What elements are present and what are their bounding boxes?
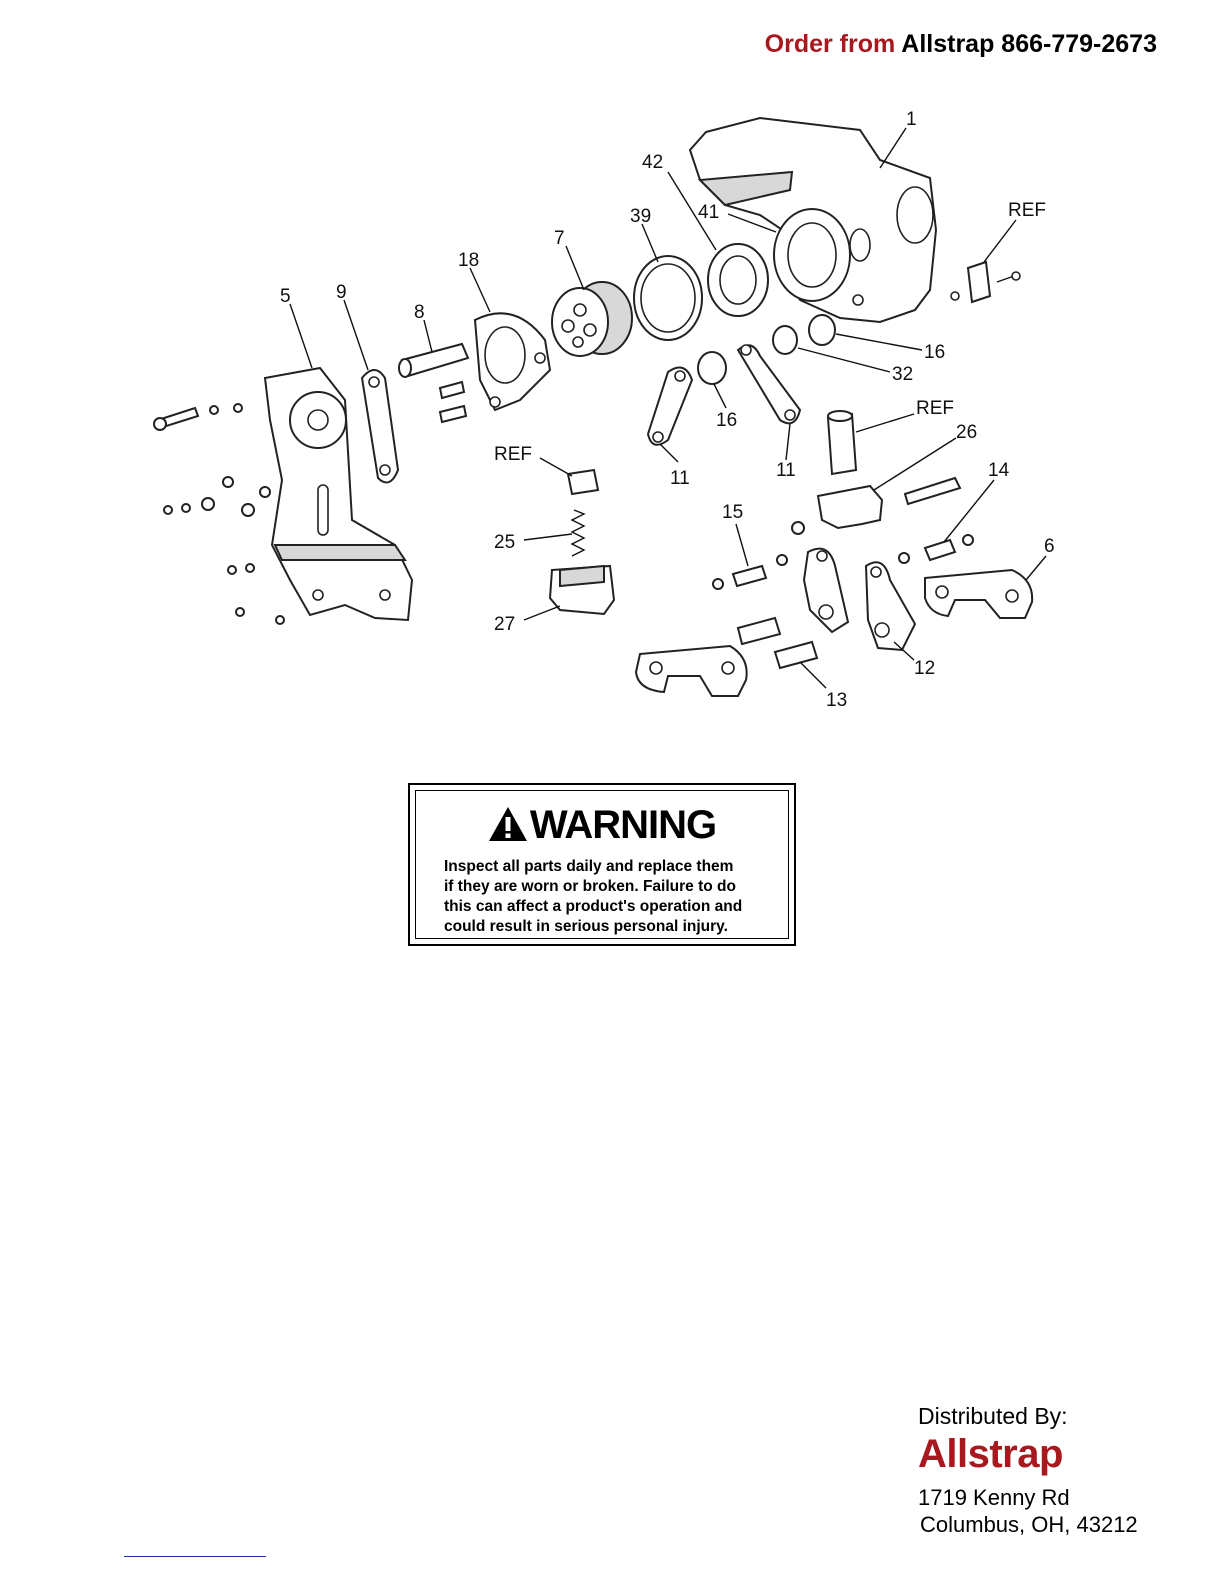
part-14-15-pins	[712, 534, 974, 590]
callout-12: 12	[914, 658, 935, 679]
callout-13: 13	[826, 690, 847, 711]
part-screws-left	[153, 403, 285, 625]
part-5-side-plate	[263, 366, 414, 622]
part-ref-25-27	[548, 468, 616, 616]
order-prefix: Order from	[764, 30, 896, 58]
callout-ref-left: REF	[494, 444, 532, 465]
callout-27: 27	[494, 614, 515, 635]
callout-32: 32	[892, 364, 913, 385]
part-ref-cylinder	[826, 410, 858, 476]
callout-39: 39	[630, 206, 651, 227]
part-9-link	[360, 369, 400, 484]
callout-1: 1	[906, 109, 917, 130]
part-16-32-bushings	[697, 314, 836, 385]
callout-7: 7	[554, 228, 565, 249]
distributor-label: Distributed By:	[918, 1403, 1068, 1429]
warning-heading-text: WARNING	[529, 803, 717, 847]
part-26-block	[791, 476, 962, 535]
distributor-street: 1719 Kenny Rd	[918, 1485, 1070, 1510]
callouts: 1 REF 42 41 39 7 18 9 8 5 16 32 16 11 11…	[280, 109, 1055, 711]
part-6-plate-lower	[634, 644, 748, 697]
callout-42: 42	[642, 152, 663, 173]
warning-line: if they are worn or broken. Failure to d…	[444, 878, 736, 895]
callout-11-right: 11	[776, 460, 796, 481]
part-11-links	[646, 344, 802, 446]
warning-heading: WARNING	[416, 803, 788, 847]
part-1-housing	[688, 116, 938, 324]
callout-16-mid: 16	[716, 410, 737, 431]
warning-text: Inspect all parts daily and replace them…	[444, 857, 774, 937]
exploded-parts-diagram: 1 REF 42 41 39 7 18 9 8 5 16 32 16 11 11…	[153, 109, 1055, 711]
distributor-city: Columbus, OH, 43212	[920, 1512, 1138, 1537]
part-12-cams	[802, 547, 917, 652]
callout-26: 26	[956, 422, 977, 443]
part-39-oring	[633, 255, 703, 341]
part-42-seal	[707, 243, 769, 317]
callout-6: 6	[1044, 536, 1055, 557]
part-18-flange	[473, 312, 552, 412]
callout-5: 5	[280, 286, 291, 307]
warning-line: Inspect all parts daily and replace them	[444, 858, 734, 875]
part-6-plate	[924, 568, 1034, 619]
distributor-logo: Allstrap	[918, 1432, 1063, 1476]
callout-11-left: 11	[670, 468, 690, 489]
part-7-gear	[551, 281, 633, 357]
part-ref-block	[950, 260, 1021, 304]
callout-9: 9	[336, 282, 347, 303]
callout-8: 8	[414, 302, 425, 323]
part-13-pins	[736, 616, 819, 670]
callout-ref-mid: REF	[916, 398, 954, 419]
warning-box: WARNING Inspect all parts daily and repl…	[408, 783, 796, 946]
warning-inner-border: WARNING Inspect all parts daily and repl…	[415, 790, 789, 939]
callout-16-right: 16	[924, 342, 945, 363]
warning-triangle-icon	[488, 807, 527, 841]
warning-line: this can affect a product's operation an…	[444, 898, 743, 915]
callout-41: 41	[698, 202, 719, 223]
order-line: Order from Allstrap 866-779-2673	[765, 30, 1157, 59]
distributor-block: Distributed By: Allstrap 1719 Kenny Rd C…	[918, 1402, 1178, 1538]
callout-ref-top: REF	[1008, 200, 1046, 221]
callout-15: 15	[722, 502, 743, 523]
footer-link-underline[interactable]	[124, 1556, 266, 1557]
callout-25: 25	[494, 532, 515, 553]
part-8-pin	[398, 342, 470, 424]
warning-line: could result in serious personal injury.	[444, 918, 728, 935]
callout-18: 18	[458, 250, 479, 271]
callout-14: 14	[988, 460, 1010, 481]
order-contact: Allstrap 866-779-2673	[901, 30, 1157, 58]
